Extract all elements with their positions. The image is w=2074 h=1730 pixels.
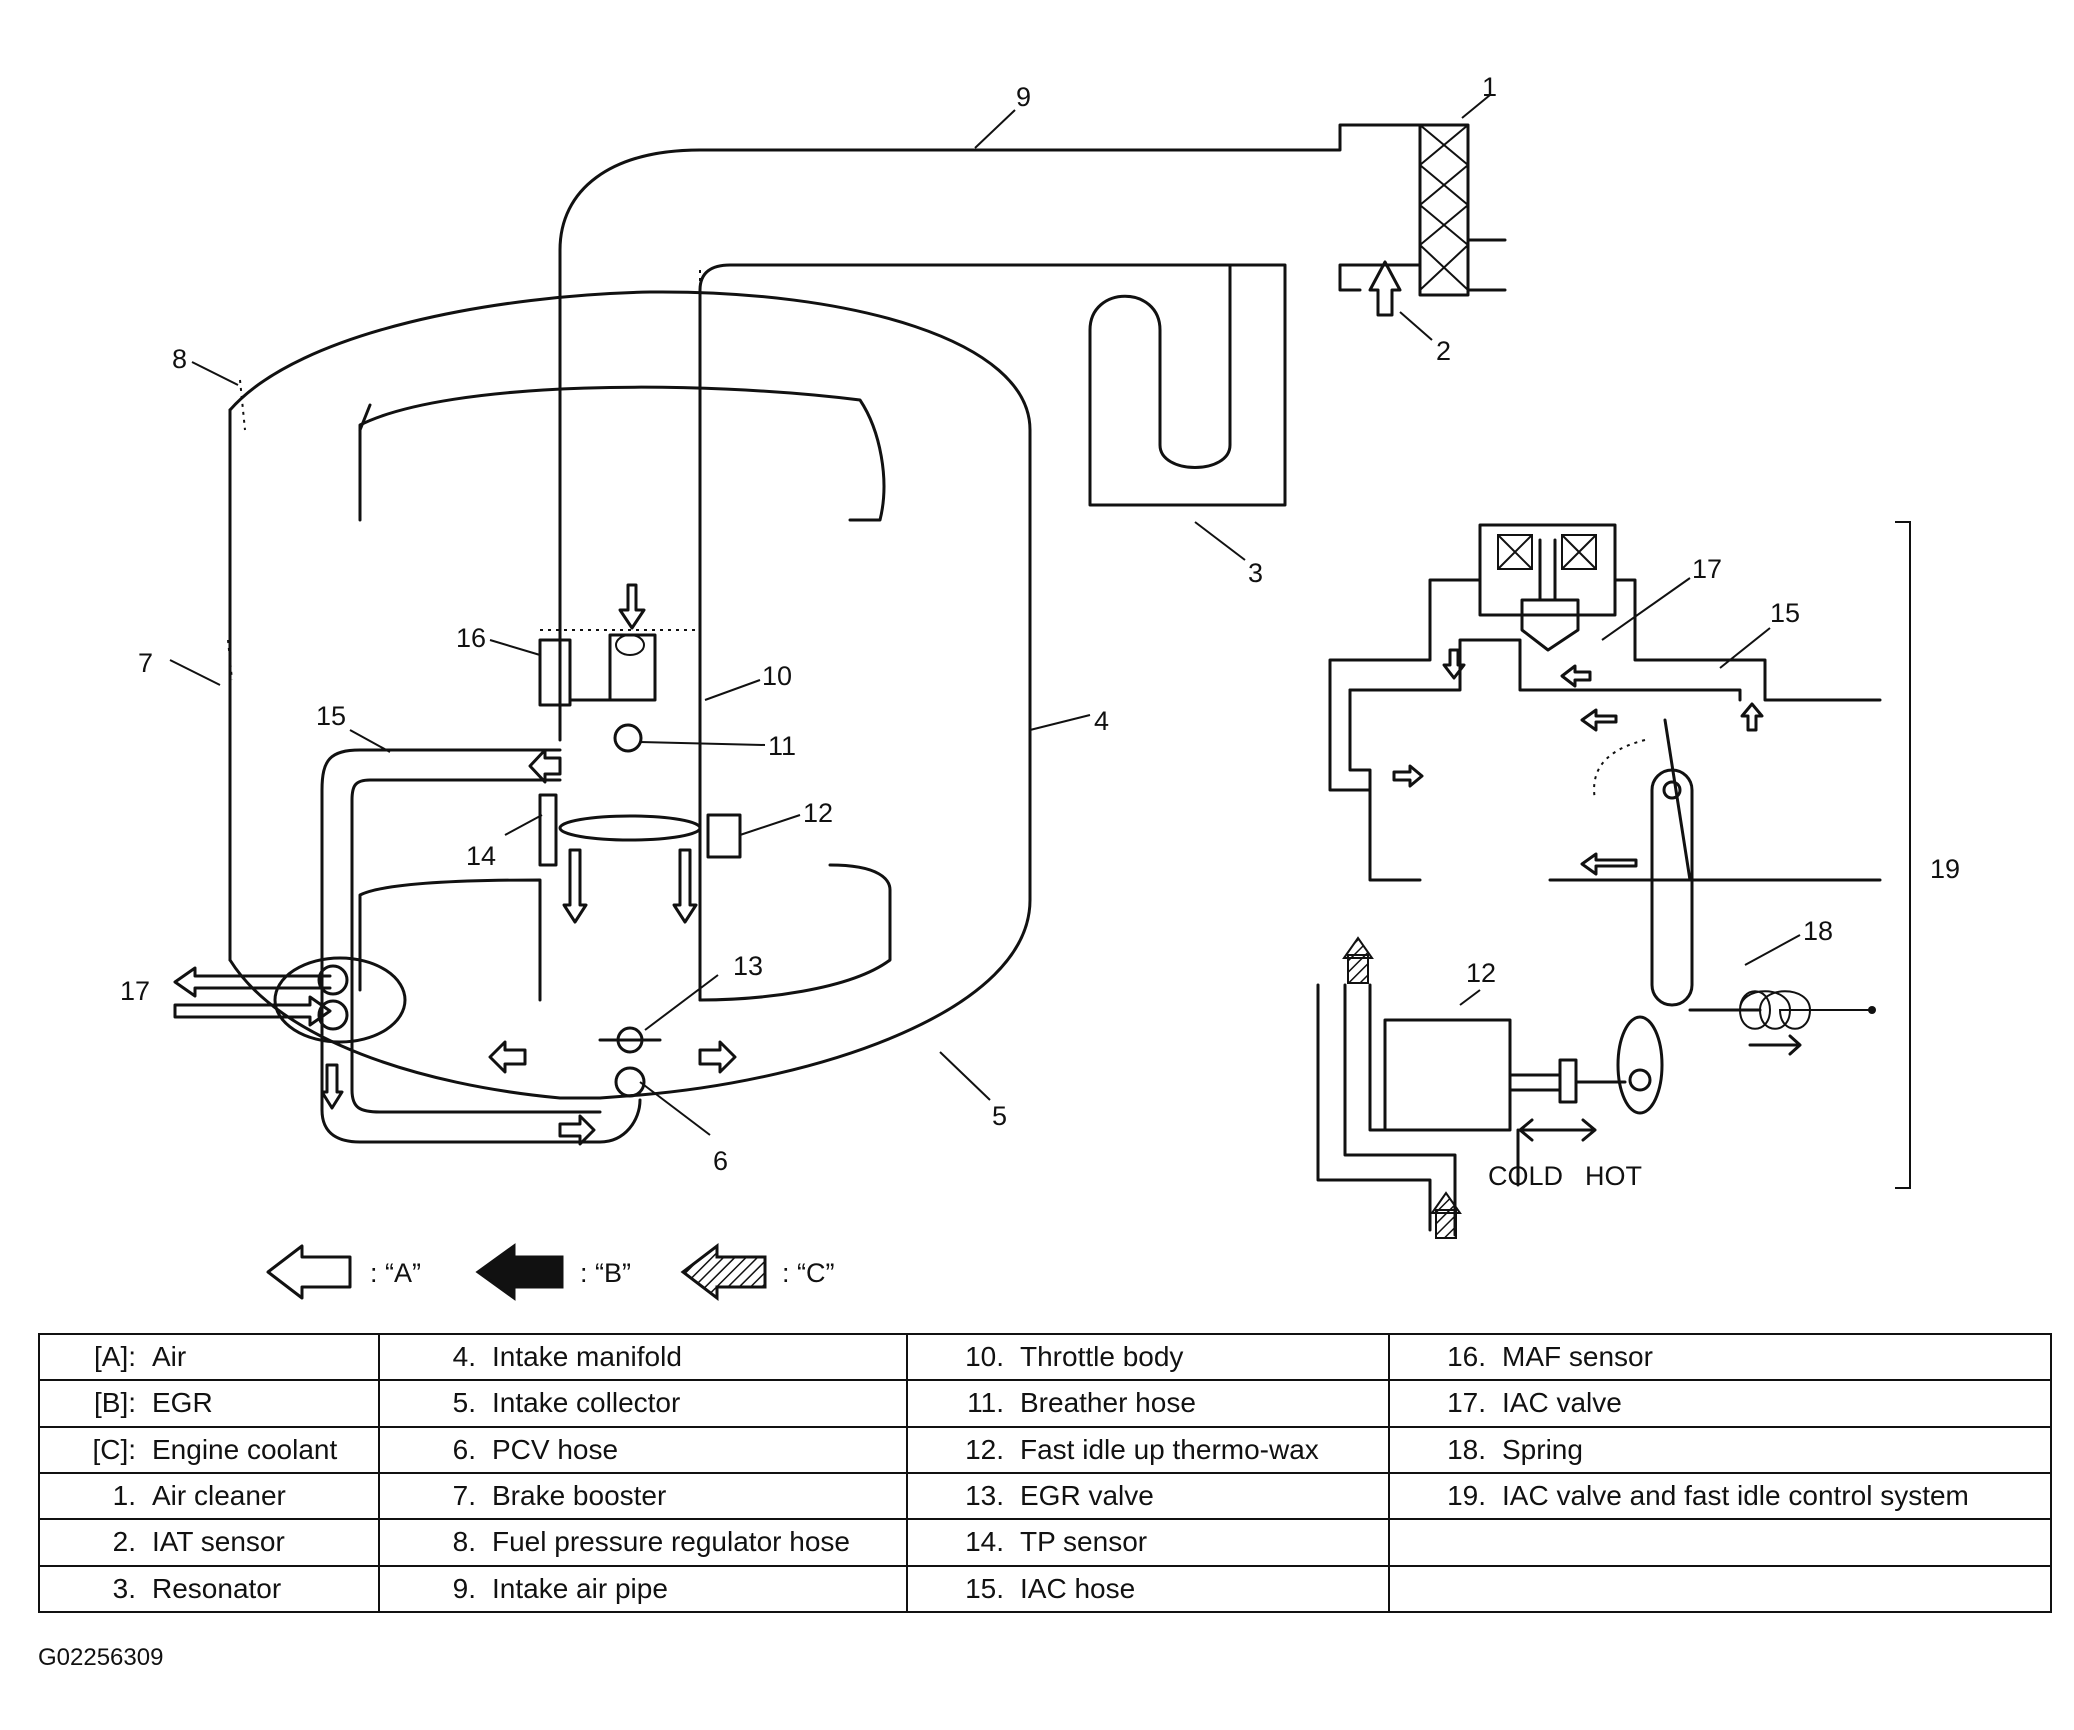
legend-cell: 6.PCV hose <box>378 1425 908 1474</box>
arrow-c-label: : “C” <box>782 1258 834 1288</box>
callout-3: 3 <box>1248 558 1263 588</box>
table-row: [C]:Engine coolant 6.PCV hose 12.Fast id… <box>38 1425 2052 1474</box>
intake-air-pipe <box>558 123 1422 507</box>
legend-cell: 8.Fuel pressure regulator hose <box>378 1518 908 1567</box>
arrow-c-symbol <box>680 1242 767 1302</box>
air-cleaner <box>1418 123 1507 297</box>
legend-cell: 16.MAF sensor <box>1388 1332 2052 1382</box>
legend-cell: 19.IAC valve and fast idle control syste… <box>1388 1471 2052 1521</box>
callout-17: 17 <box>120 976 150 1006</box>
cold-label: COLD <box>1488 1161 1563 1191</box>
table-row: [B]:EGR 5.Intake collector 11.Breather h… <box>38 1379 2052 1428</box>
iac-valve-inset <box>1316 521 1911 1239</box>
callout-6: 6 <box>713 1146 728 1176</box>
iac-hose <box>320 748 642 1146</box>
figure-code: G02256309 <box>38 1644 164 1671</box>
legend-cell: [B]:EGR <box>38 1379 380 1428</box>
callout-11: 11 <box>768 731 796 761</box>
legend-cell: 13.EGR valve <box>906 1471 1390 1521</box>
arrow-legend: : “A” : “B” : “C” <box>266 1242 834 1302</box>
legend-cell: 17.IAC valve <box>1388 1379 2052 1428</box>
callout-13: 13 <box>733 951 763 981</box>
throttle-body <box>538 270 742 1002</box>
fuel-pressure-regulator-hose <box>239 379 246 431</box>
callout-8: 8 <box>172 344 187 374</box>
brake-booster-mark <box>227 639 233 681</box>
callout-1: 1 <box>1482 72 1497 102</box>
table-row: 1.Air cleaner 7.Brake booster 13.EGR val… <box>38 1471 2052 1521</box>
legend-cell: 18.Spring <box>1388 1425 2052 1474</box>
intake-system-diagram: 1 2 3 4 5 6 7 8 9 10 11 12 13 14 15 16 1… <box>120 72 1960 1302</box>
hot-label: HOT <box>1585 1161 1642 1191</box>
arrow-b-symbol <box>475 1243 564 1301</box>
callout-18: 18 <box>1803 916 1833 946</box>
callout-15: 15 <box>316 701 346 731</box>
arrow-a-label: : “A” <box>370 1258 421 1288</box>
legend-cell: 1.Air cleaner <box>38 1471 380 1521</box>
callout-14: 14 <box>466 841 496 871</box>
callout-4: 4 <box>1094 706 1109 736</box>
callout-5: 5 <box>992 1101 1007 1131</box>
legend-cell: 10.Throttle body <box>906 1332 1390 1382</box>
callout-19: 19 <box>1930 854 1960 884</box>
intake-collector <box>228 958 602 1100</box>
callout-12: 12 <box>803 798 833 828</box>
legend-cell: 11.Breather hose <box>906 1379 1390 1428</box>
callout-10: 10 <box>762 661 792 691</box>
callout-17-inset: 17 <box>1692 554 1722 584</box>
callout-16: 16 <box>456 623 486 653</box>
leader-lines <box>169 94 1801 1136</box>
iac-valve-ports <box>173 956 407 1044</box>
legend-cell: 2.IAT sensor <box>38 1518 380 1567</box>
legend-cell: 9.Intake air pipe <box>378 1564 908 1614</box>
legend-cell: [A]:Air <box>38 1332 380 1382</box>
table-row: [A]:Air 4.Intake manifold 10.Throttle bo… <box>38 1332 2052 1382</box>
legend-cell: 4.Intake manifold <box>378 1332 908 1382</box>
callout-15-inset: 15 <box>1770 598 1800 628</box>
legend-cell: 5.Intake collector <box>378 1379 908 1428</box>
legend-cell: [C]:Engine coolant <box>38 1425 380 1474</box>
egr-valve <box>488 1026 737 1074</box>
table-row: 2.IAT sensor 8.Fuel pressure regulator h… <box>38 1518 2052 1567</box>
intake-manifold <box>228 290 1032 1100</box>
legend-cell: 14.TP sensor <box>906 1518 1390 1567</box>
callout-12-inset: 12 <box>1466 958 1496 988</box>
callout-7: 7 <box>138 648 153 678</box>
pcv-hose <box>614 1066 646 1098</box>
legend-cell: 7.Brake booster <box>378 1471 908 1521</box>
callout-2: 2 <box>1436 336 1451 366</box>
legend-cell <box>1388 1518 2052 1567</box>
legend-cell: 3.Resonator <box>38 1564 380 1614</box>
legend-cell <box>1388 1564 2052 1614</box>
component-legend-table: [A]:Air 4.Intake manifold 10.Throttle bo… <box>38 1332 2052 1614</box>
callout-9: 9 <box>1016 82 1031 112</box>
arrow-a-symbol <box>266 1244 352 1300</box>
iat-sensor-arrow <box>1368 260 1402 317</box>
arrow-b-label: : “B” <box>580 1258 631 1288</box>
legend-cell: 12.Fast idle up thermo-wax <box>906 1425 1390 1474</box>
legend-cell: 15.IAC hose <box>906 1564 1390 1614</box>
table-row: 3.Resonator 9.Intake air pipe 15.IAC hos… <box>38 1564 2052 1614</box>
